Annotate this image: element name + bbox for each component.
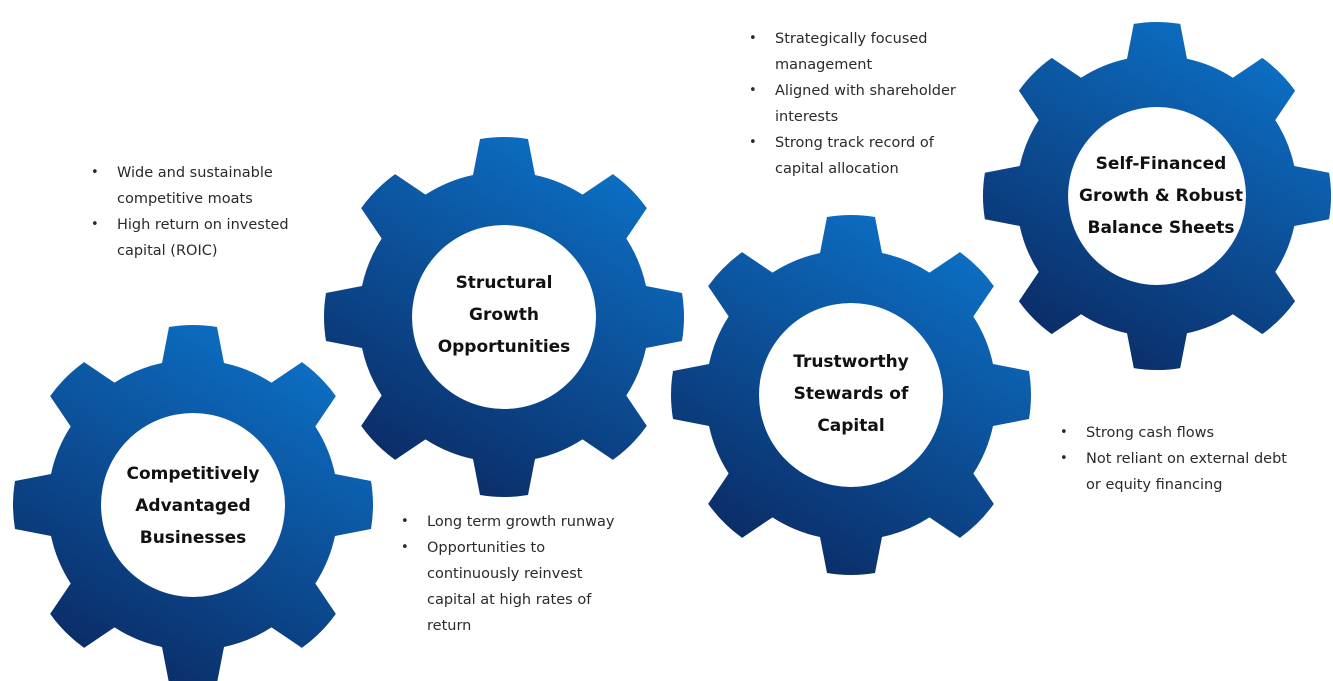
bullet-item: High return on invested capital (ROIC): [88, 212, 303, 264]
gear-label-line: Advantaged: [135, 496, 251, 516]
gear-label-competitively-advantaged: Competitively Advantaged Businesses: [103, 431, 283, 581]
gear-label-line: Self-Financed: [1095, 154, 1227, 174]
gear-label-line: Growth: [469, 305, 539, 325]
gear-hub: [1068, 107, 1246, 285]
gear-structural-growth: [324, 137, 684, 497]
bullet-item: Not reliant on external debt or equity f…: [1057, 446, 1297, 498]
bullet-item: Wide and sustainable competitive moats: [88, 160, 303, 212]
gear-label-line: Businesses: [139, 528, 247, 548]
gear-label-trustworthy-stewards: Trustworthy Stewards of Capital: [761, 319, 941, 469]
bullet-item: Long term growth runway: [398, 509, 633, 535]
gear-hub: [759, 303, 943, 487]
gear-label-line: Capital: [817, 416, 885, 436]
gear-trustworthy-stewards: [671, 215, 1031, 575]
gear-hub: [412, 225, 596, 409]
gear-label-line: Stewards of: [793, 384, 909, 404]
gear-self-financed: [982, 21, 1332, 371]
bullet-list-management: Strategically focused management Aligned…: [746, 26, 976, 182]
bullet-item: Opportunities to continuously reinvest c…: [398, 535, 633, 639]
bullet-item: Strategically focused management: [746, 26, 976, 78]
gear-label-structural-growth: Structural Growth Opportunities: [414, 240, 594, 390]
gear-label-line: Opportunities: [437, 337, 571, 357]
gear-label-line: Trustworthy: [793, 352, 909, 372]
bullet-list-growth-runway: Long term growth runway Opportunities to…: [398, 509, 633, 639]
bullet-item: Strong cash flows: [1057, 420, 1297, 446]
bullet-item: Strong track record of capital allocatio…: [746, 130, 976, 182]
gear-label-line: Structural: [455, 273, 553, 293]
gear-competitively-advantaged: [13, 325, 373, 681]
bullet-list-cash-flows: Strong cash flows Not reliant on externa…: [1057, 420, 1297, 498]
gear-label-line: Balance Sheets: [1087, 218, 1235, 238]
gear-label-self-financed: Self-Financed Growth & Robust Balance Sh…: [1061, 121, 1261, 271]
gear-label-line: Competitively: [126, 464, 260, 484]
bullet-list-moats: Wide and sustainable competitive moats H…: [88, 160, 303, 264]
bullet-item: Aligned with shareholder interests: [746, 78, 976, 130]
gear-hub: [101, 413, 285, 597]
gear-label-line: Growth & Robust: [1079, 186, 1243, 206]
